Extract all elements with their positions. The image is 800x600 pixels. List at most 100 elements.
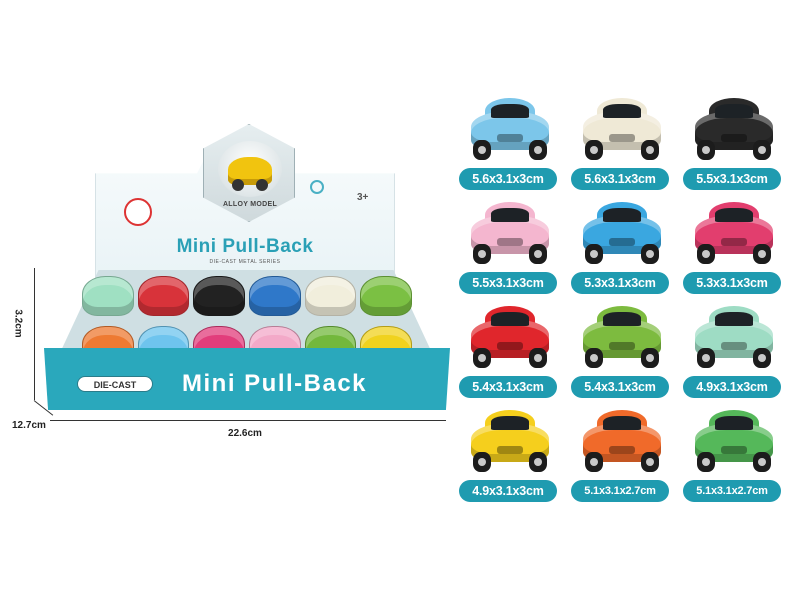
toy-car-icon <box>583 98 661 160</box>
car-part <box>529 452 547 472</box>
car-part <box>697 452 715 472</box>
car-part <box>585 348 603 368</box>
tray-car-icon <box>249 276 301 316</box>
car-card: 5.5x3.1x3cm <box>679 92 785 196</box>
car-card: 4.9x3.1x3cm <box>455 404 561 508</box>
car-size-label: 5.4x3.1x3cm <box>571 376 669 398</box>
tray-car-icon <box>82 276 134 316</box>
toy-car-icon <box>695 98 773 160</box>
tray-car-icon <box>360 276 412 316</box>
car-part <box>478 146 486 154</box>
car-card: 5.6x3.1x3cm <box>455 92 561 196</box>
car-card: 5.3x3.1x3cm <box>567 196 673 300</box>
car-part <box>609 446 635 454</box>
car-part <box>758 250 766 258</box>
car-card: 4.9x3.1x3cm <box>679 300 785 404</box>
car-part <box>585 140 603 160</box>
car-part <box>603 416 641 430</box>
car-part <box>585 452 603 472</box>
car-part <box>534 250 542 258</box>
wheel-icon <box>310 180 324 194</box>
car-size-label: 5.1x3.1x2.7cm <box>571 480 669 502</box>
car-size-label: 5.3x3.1x3cm <box>683 272 781 294</box>
car-card: 5.4x3.1x3cm <box>455 300 561 404</box>
car-part <box>697 244 715 264</box>
car-part <box>758 146 766 154</box>
car-part <box>491 104 529 118</box>
toy-car-icon <box>695 306 773 368</box>
car-size-label: 5.3x3.1x3cm <box>571 272 669 294</box>
height-dimension-label: 3.2cm <box>12 309 24 338</box>
car-part <box>473 452 491 472</box>
car-part <box>529 348 547 368</box>
car-part <box>590 146 598 154</box>
car-size-label: 5.4x3.1x3cm <box>459 376 557 398</box>
car-part <box>478 250 486 258</box>
car-part <box>697 348 715 368</box>
tray-car-icon <box>304 276 357 316</box>
age-mark-text: 3+ <box>357 192 369 203</box>
car-part <box>641 452 659 472</box>
car-part <box>758 354 766 362</box>
car-part <box>478 458 486 466</box>
car-part <box>497 238 523 246</box>
car-part <box>609 134 635 142</box>
car-part <box>497 446 523 454</box>
toy-car-icon <box>471 306 549 368</box>
car-size-label: 5.1x3.1x2.7cm <box>683 480 781 502</box>
toy-car-icon <box>583 306 661 368</box>
car-part <box>473 244 491 264</box>
car-size-label: 5.6x3.1x3cm <box>571 168 669 190</box>
car-part <box>721 342 747 350</box>
toy-car-icon <box>695 202 773 264</box>
car-part <box>715 208 753 222</box>
age-mark: 3+ <box>357 192 368 203</box>
car-card: 5.1x3.1x2.7cm <box>679 404 785 508</box>
car-card: 5.4x3.1x3cm <box>567 300 673 404</box>
toy-car-icon <box>471 98 549 160</box>
width-dimension-line <box>50 420 446 421</box>
product-box: ALLOY MODEL 3+ Mini Pull-Back DIE-CAST M… <box>12 124 450 439</box>
depth-dimension-label: 12.7cm <box>12 420 46 431</box>
car-part <box>609 238 635 246</box>
car-part <box>702 146 710 154</box>
car-grid: 5.6x3.1x3cm 5.6x3.1x3cm 5.5x3.1x3cm 5.5x3.1… <box>455 92 795 512</box>
car-part <box>497 134 523 142</box>
car-part <box>646 250 654 258</box>
width-dimension-label: 22.6cm <box>228 428 262 439</box>
tray-car-icon <box>193 276 245 316</box>
car-size-label: 4.9x3.1x3cm <box>459 480 557 502</box>
car-part <box>529 140 547 160</box>
car-part <box>497 342 523 350</box>
front-title: Mini Pull-Back <box>182 370 368 397</box>
car-card: 5.3x3.1x3cm <box>679 196 785 300</box>
car-part <box>715 416 753 430</box>
car-part <box>603 312 641 326</box>
car-part <box>590 354 598 362</box>
car-part <box>491 312 529 326</box>
car-size-label: 4.9x3.1x3cm <box>683 376 781 398</box>
car-part <box>641 140 659 160</box>
tray-cars <box>74 276 420 370</box>
car-part <box>609 342 635 350</box>
badge-circle <box>218 141 282 197</box>
toy-car-icon <box>471 202 549 264</box>
toy-car-icon <box>583 202 661 264</box>
car-part <box>473 140 491 160</box>
car-part <box>646 146 654 154</box>
badge-car-icon <box>228 157 272 191</box>
car-part <box>697 140 715 160</box>
car-part <box>753 140 771 160</box>
car-size-label: 5.5x3.1x3cm <box>683 168 781 190</box>
car-part <box>721 134 747 142</box>
car-card: 5.5x3.1x3cm <box>455 196 561 300</box>
car-part <box>478 354 486 362</box>
car-part <box>702 354 710 362</box>
car-part <box>529 244 547 264</box>
brand-logo-icon <box>124 198 152 226</box>
car-size-label: 5.5x3.1x3cm <box>459 272 557 294</box>
height-dimension-line <box>34 268 35 400</box>
toy-car-icon <box>471 410 549 472</box>
car-part <box>721 238 747 246</box>
car-part <box>534 146 542 154</box>
